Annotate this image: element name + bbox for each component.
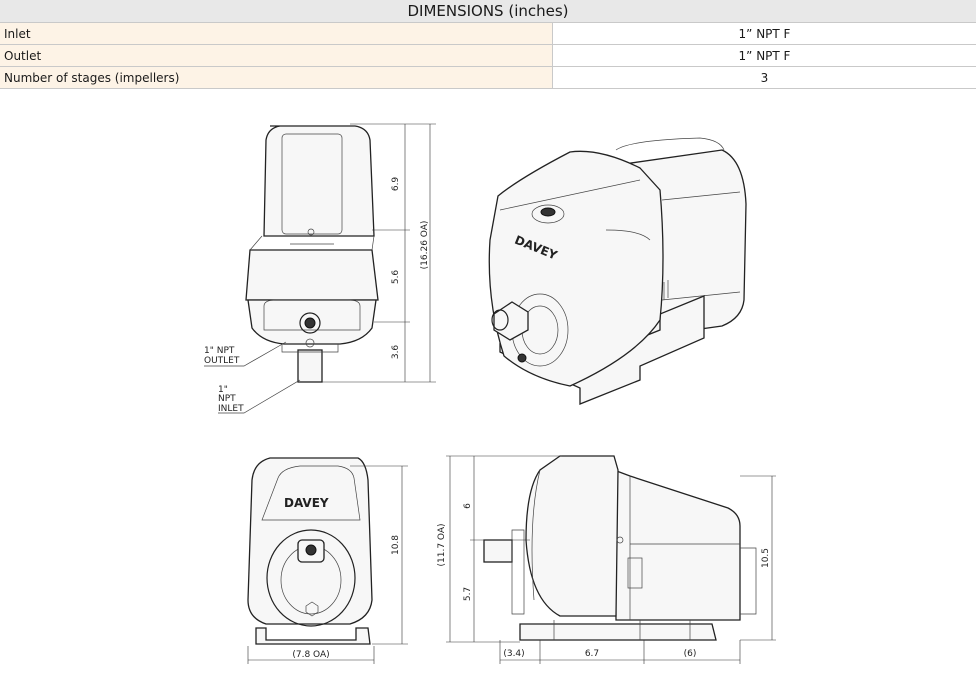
table-row: Inlet 1” NPT F [0, 22, 976, 45]
row-value-inlet: 1” NPT F [552, 22, 976, 45]
row-label-outlet: Outlet [0, 44, 553, 67]
side-view: 6 5.7 (11.7 OA) 10.5 (3.4) 6.7 (6) [437, 455, 776, 664]
row-label-inlet: Inlet [0, 22, 553, 45]
inlet-label-line3: INLET [218, 404, 244, 414]
dim-front-top: 6.9 [391, 177, 401, 192]
dim-front-middle: 5.6 [391, 270, 401, 285]
table-header-row: DIMENSIONS (inches) [0, 0, 976, 23]
dim-side-right-width: (6) [684, 649, 697, 659]
dim-end-width: (7.8 OA) [292, 650, 329, 660]
row-value-stages: 3 [552, 66, 976, 89]
dim-side-bottom: 5.7 [463, 587, 473, 601]
table-row: Number of stages (impellers) 3 [0, 66, 976, 89]
end-view: DAVEY 10.8 (7.8 OA) [247, 457, 408, 664]
dim-side-top: 6 [463, 503, 473, 509]
dim-front-overall: (16.26 OA) [420, 221, 430, 270]
end-brand-logo: DAVEY [284, 496, 329, 510]
outlet-label-line1: 1" NPT [204, 346, 235, 356]
dim-side-mid-width: 6.7 [585, 649, 599, 659]
isometric-view: DAVEY [488, 137, 747, 405]
dim-side-right: 10.5 [761, 548, 771, 568]
dim-end-height: 10.8 [391, 535, 401, 555]
inlet-label-line1: 1" [218, 385, 228, 395]
table-title: DIMENSIONS (inches) [0, 0, 976, 23]
front-view: 6.9 5.6 3.6 (16.26 OA) 1" NPT OUTLET 1" … [204, 123, 436, 414]
dim-side-left-width: (3.4) [503, 649, 524, 659]
row-label-stages: Number of stages (impellers) [0, 66, 553, 89]
dim-side-overall: (11.7 OA) [437, 523, 447, 566]
inlet-label-line2: NPT [218, 394, 236, 404]
outlet-label-line2: OUTLET [204, 356, 240, 366]
table-row: Outlet 1” NPT F [0, 44, 976, 67]
row-value-outlet: 1” NPT F [552, 44, 976, 67]
dimensions-table: DIMENSIONS (inches) Inlet 1” NPT F Outle… [0, 0, 976, 89]
dim-front-bottom: 3.6 [391, 345, 401, 360]
